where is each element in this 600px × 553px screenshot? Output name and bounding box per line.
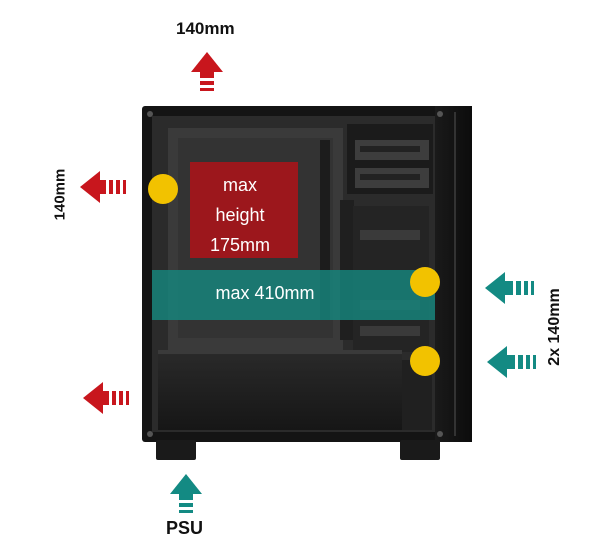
- gpu-clearance-zone: [152, 270, 435, 320]
- top-fan-label: 140mm: [176, 19, 235, 38]
- case-foot-front: [400, 440, 440, 460]
- cooler-clearance-zone: [190, 162, 298, 258]
- front-fans-label: 2x 140mm: [546, 288, 563, 366]
- cooler-label-line2: height: [215, 205, 265, 225]
- front-panel: [435, 106, 472, 442]
- cooler-clearance-label: max height 175mm: [200, 170, 280, 260]
- rear-fan-label: 140mm: [51, 168, 69, 221]
- cooler-label-line3: 175mm: [209, 235, 271, 255]
- psu-intake-arrow-icon: [170, 474, 202, 513]
- psu-exhaust-arrow-icon: [83, 382, 129, 414]
- psu-label: PSU: [166, 518, 204, 538]
- rear-exhaust-arrow-icon: [80, 171, 126, 203]
- front-intake-arrow-top-icon: [485, 272, 534, 304]
- top-exhaust-arrow-icon: [191, 52, 223, 91]
- case-foot-rear: [156, 440, 196, 460]
- drive-cage: [347, 124, 433, 194]
- rear-fan-marker: [148, 174, 178, 204]
- front-fan-marker-bottom: [410, 346, 440, 376]
- psu-shroud: [158, 350, 402, 430]
- cooler-label-line1: max: [222, 175, 257, 195]
- front-intake-arrow-bottom-icon: [487, 346, 536, 378]
- front-fan-marker-top: [410, 267, 440, 297]
- gpu-clearance-label: max 410mm: [215, 283, 315, 303]
